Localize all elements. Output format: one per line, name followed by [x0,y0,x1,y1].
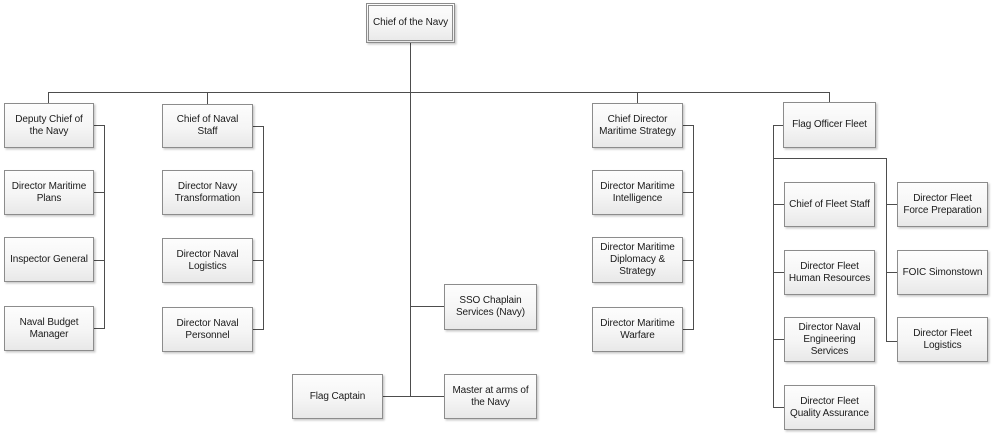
org-node-director-maritime-plans: Director Maritime Plans [4,170,94,215]
org-node-chief-of-the-navy: Chief of the Navy [366,3,455,43]
connector-stub-foic-simonstown [887,272,897,273]
connector-stub-fleet-human-resources [774,272,784,273]
connector-stub-maritime-plans [94,192,104,193]
connector-stub-chief-naval-staff [253,126,263,127]
org-node-director-fleet-logistics: Director Fleet Logistics [897,317,988,362]
connector-fleet-right-rail [886,158,887,342]
org-node-director-fleet-human-resources: Director Fleet Human Resources [784,250,875,295]
connector-stub-chief-fleet-staff [774,204,784,205]
connector-stub-flag-captain-master-at-arms [383,396,444,397]
connector-stub-naval-engineering [774,339,784,340]
connector-stub-sso-chaplain [410,306,444,307]
org-node-flag-officer-fleet: Flag Officer Fleet [783,102,876,148]
connector-stub-fleet-logistics [887,341,897,342]
connector-stub-naval-logistics [253,260,263,261]
connector-col2-rail [263,126,264,330]
connector-stub-flag-officer-fleet-left [773,125,783,126]
connector-stub-maritime-intelligence [683,192,693,193]
org-node-master-at-arms-of-the-navy: Master at arms of the Navy [444,374,537,419]
connector-col4-rail [693,125,694,330]
org-node-director-maritime-warfare: Director Maritime Warfare [592,307,683,352]
org-node-foic-simonstown: FOIC Simonstown [897,250,988,295]
org-node-inspector-general: Inspector General [4,237,94,282]
connector-stub-maritime-warfare [683,329,693,330]
org-node-director-maritime-intelligence: Director Maritime Intelligence [592,170,683,215]
connector-stub-inspector-general [94,260,104,261]
org-node-naval-budget-manager: Naval Budget Manager [4,306,94,351]
connector-fleet-left-rail [773,125,774,408]
org-node-director-maritime-diplomacy-strategy: Director Maritime Diplomacy & Strategy [592,237,683,283]
org-node-chief-director-maritime-strategy: Chief Director Maritime Strategy [592,103,683,148]
org-node-deputy-chief-of-the-navy: Deputy Chief of the Navy [4,103,94,148]
connector-stub-navy-transformation [253,192,263,193]
connector-stub-maritime-diplomacy [683,260,693,261]
org-node-flag-captain: Flag Captain [292,374,383,419]
connector-stub-deputy-chief [94,125,104,126]
connector-root-center-line [410,43,411,397]
org-node-director-naval-engineering-services: Director Naval Engineering Services [784,317,875,362]
connector-drop-chief-naval-staff [207,92,208,104]
org-node-director-naval-logistics: Director Naval Logistics [162,238,253,283]
connector-drop-chief-director-maritime-strategy [637,92,638,103]
connector-main-rail [48,92,830,93]
connector-drop-flag-officer-fleet [829,92,830,102]
connector-fleet-cross-rail [773,158,886,159]
connector-stub-naval-budget [94,328,104,329]
connector-col1-rail [104,125,105,329]
org-node-chief-of-naval-staff: Chief of Naval Staff [162,104,253,148]
connector-drop-deputy-chief [48,92,49,103]
org-node-director-fleet-quality-assurance: Director Fleet Quality Assurance [784,385,875,430]
org-node-director-naval-personnel: Director Naval Personnel [162,307,253,352]
org-node-director-navy-transformation: Director Navy Transformation [162,170,253,215]
org-node-chief-of-fleet-staff: Chief of Fleet Staff [784,182,875,227]
connector-stub-naval-personnel [253,329,263,330]
connector-stub-fleet-force-preparation [887,204,897,205]
connector-stub-chief-director-maritime-strategy [683,125,693,126]
org-node-sso-chaplain-services-navy: SSO Chaplain Services (Navy) [444,284,537,330]
connector-stub-fleet-quality-assurance [774,407,784,408]
org-node-director-fleet-force-preparation: Director Fleet Force Preparation [897,182,988,227]
